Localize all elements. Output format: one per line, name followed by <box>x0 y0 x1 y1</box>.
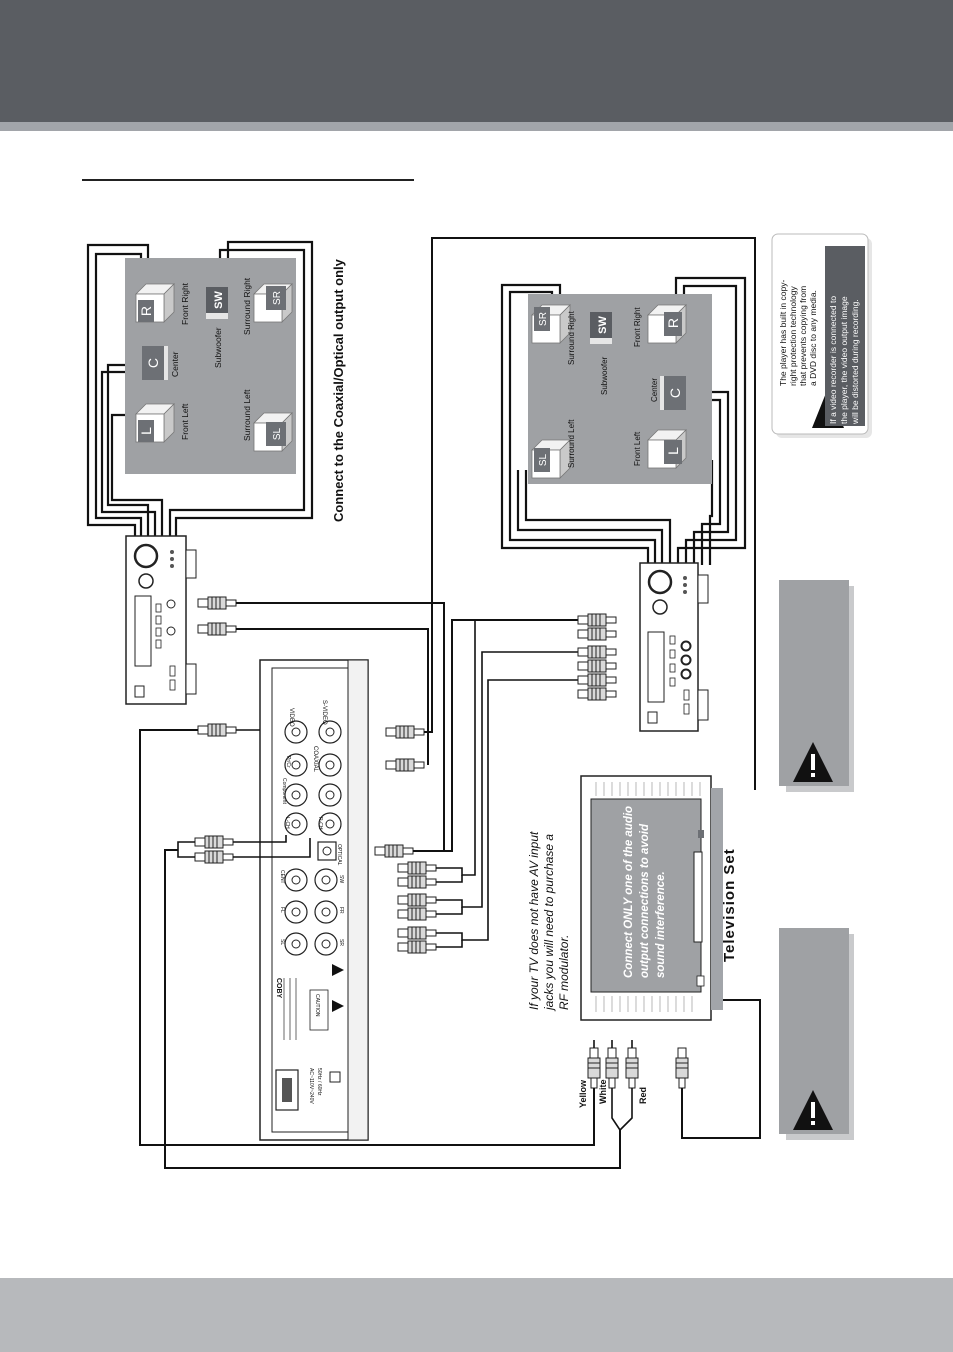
svg-text:SW: SW <box>213 291 225 309</box>
svg-text:CAUTION: CAUTION <box>314 994 320 1017</box>
svg-text:CENT: CENT <box>279 870 285 884</box>
svg-text:SL: SL <box>272 427 283 440</box>
top-receiver <box>125 535 197 705</box>
svg-text:Surround Right: Surround Right <box>567 310 576 365</box>
svg-text:L-CH: L-CH <box>284 817 290 829</box>
svg-text:OPTICAL: OPTICAL <box>336 844 342 866</box>
tv-input-plugs: Yellow White Red <box>578 999 761 1139</box>
svg-text:FR: FR <box>338 907 344 914</box>
svg-text:R: R <box>665 318 681 328</box>
bottom-speaker-center: C Center <box>650 376 686 410</box>
svg-text:C: C <box>145 358 161 368</box>
svg-text:Subwoofer: Subwoofer <box>213 327 223 368</box>
header-bar <box>0 0 953 122</box>
top-speaker-front-left: L Front Left <box>135 403 190 443</box>
svg-text:Surround Right: Surround Right <box>242 277 252 335</box>
footer-bar <box>0 1278 953 1352</box>
plug-label-yellow: Yellow <box>578 1079 588 1108</box>
svg-text:R-CH: R-CH <box>317 817 323 830</box>
bottom-receiver-plugs <box>577 613 617 701</box>
bottom-speaker-surround-left: SL Surround Left <box>531 419 576 479</box>
svg-text:SL: SL <box>279 939 285 945</box>
svg-text:Front Left: Front Left <box>180 403 190 440</box>
note-panel-lower <box>779 928 854 1140</box>
title-underline <box>82 179 414 181</box>
svg-text:Component: Component <box>281 778 287 804</box>
copy-protection-warning: The player has built in copy- right prot… <box>771 233 872 438</box>
header-stripe <box>0 122 953 131</box>
svg-text:The player has built in copy-: The player has built in copy- right prot… <box>778 277 818 386</box>
svg-text:Pr/Cr: Pr/Cr <box>285 756 291 768</box>
bottom-speaker-surround-right: SR Surround Right <box>531 304 576 365</box>
television-set: Connect ONLY one of the audio output con… <box>580 775 738 1021</box>
svg-text:Center: Center <box>650 378 659 402</box>
svg-text:COAXIAL: COAXIAL <box>312 746 318 773</box>
svg-text:AC~110V~240V: AC~110V~240V <box>308 1068 314 1104</box>
bottom-speaker-subwoofer: SW Subwoofer <box>590 312 612 395</box>
svg-text:SR: SR <box>338 939 344 946</box>
svg-text:Front Right: Front Right <box>633 307 642 347</box>
svg-text:S-VIDEO: S-VIDEO <box>321 700 327 725</box>
svg-text:50Hz / 60Hz: 50Hz / 60Hz <box>316 1068 322 1096</box>
top-speaker-surround-left: SL Surround Left <box>242 389 293 452</box>
svg-text:Surround Left: Surround Left <box>242 389 252 441</box>
svg-text:If a video recorder is connect: If a video recorder is connected to the … <box>828 294 860 425</box>
svg-text:R: R <box>138 306 154 316</box>
note-panel-upper <box>779 580 854 792</box>
svg-text:Subwoofer: Subwoofer <box>600 356 609 395</box>
svg-text:SW: SW <box>597 316 609 334</box>
player-cables <box>139 237 756 1169</box>
svg-text:SL: SL <box>538 453 549 466</box>
top-receiver-cables <box>197 596 445 850</box>
svg-text:Front Right: Front Right <box>180 282 190 325</box>
svg-text:SW: SW <box>338 875 344 883</box>
top-speaker-subwoofer: SW Subwoofer <box>206 287 228 368</box>
svg-text:L: L <box>665 447 681 455</box>
svg-text:SR: SR <box>538 312 549 326</box>
svg-text:VIDEO: VIDEO <box>288 708 294 727</box>
tv-screen-note: Connect ONLY one of the audio output con… <box>623 803 667 978</box>
plug-label-red: Red <box>638 1087 648 1104</box>
bottom-receiver <box>639 562 709 732</box>
svg-text:L: L <box>138 427 154 435</box>
svg-text:FL: FL <box>279 907 285 913</box>
top-speaker-surround-right: SR Surround Right <box>242 277 293 335</box>
svg-text:C: C <box>667 388 683 398</box>
bottom-speaker-wires <box>500 276 747 565</box>
tv-label: Television Set <box>721 848 738 962</box>
svg-text:Surround Left: Surround Left <box>567 419 576 468</box>
svg-text:COBY: COBY <box>275 978 282 999</box>
svg-text:Center: Center <box>170 351 180 377</box>
top-speaker-center: C Center <box>142 346 180 380</box>
plug-label-white: White <box>598 1080 608 1105</box>
svg-text:SR: SR <box>272 291 283 305</box>
bottom-speaker-front-left: L Front Left <box>633 429 687 469</box>
top-speaker-front-right: R Front Right <box>135 282 190 325</box>
rf-modulator-note: If your TV does not have AV input jacks … <box>527 828 571 1012</box>
bottom-speaker-front-right: R Front Right <box>633 304 687 347</box>
dvd-player-rear-panel: VIDEO S-VIDEO Component COAXIAL Pr/Cr L-… <box>259 659 369 1141</box>
coaxial-optical-caption: Connect to the Coaxial/Optical output on… <box>331 258 346 522</box>
svg-text:Front Left: Front Left <box>633 431 642 466</box>
top-speaker-wires <box>86 240 314 538</box>
